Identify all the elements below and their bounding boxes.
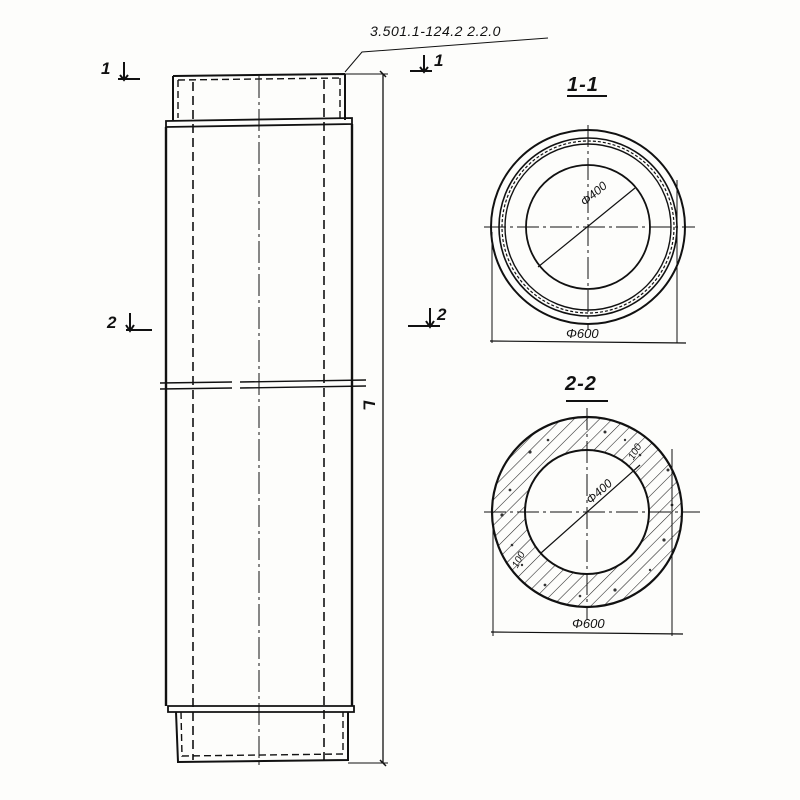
length-dimension-label: L (359, 400, 379, 411)
length-dimension-line (344, 37, 549, 767)
section-1-1-outer-diameter: Φ600 (566, 326, 599, 341)
section-2-2-drawing (484, 400, 700, 636)
section-1-1-title: 1-1 (567, 74, 599, 96)
section-2-2-title: 2-2 (565, 373, 597, 395)
section-mark-1-left: 1 (101, 59, 111, 78)
section-markers (118, 55, 440, 333)
section-mark-2-left: 2 (107, 313, 117, 332)
section-2-2-outer-diameter: Φ600 (572, 616, 605, 631)
section-mark-2-right: 2 (437, 305, 447, 324)
section-1-1-drawing (484, 95, 695, 344)
pipe-elevation (159, 73, 367, 768)
section-mark-1-right: 1 (434, 51, 444, 70)
document-code: 3.501.1-124.2 2.2.0 (370, 23, 501, 39)
